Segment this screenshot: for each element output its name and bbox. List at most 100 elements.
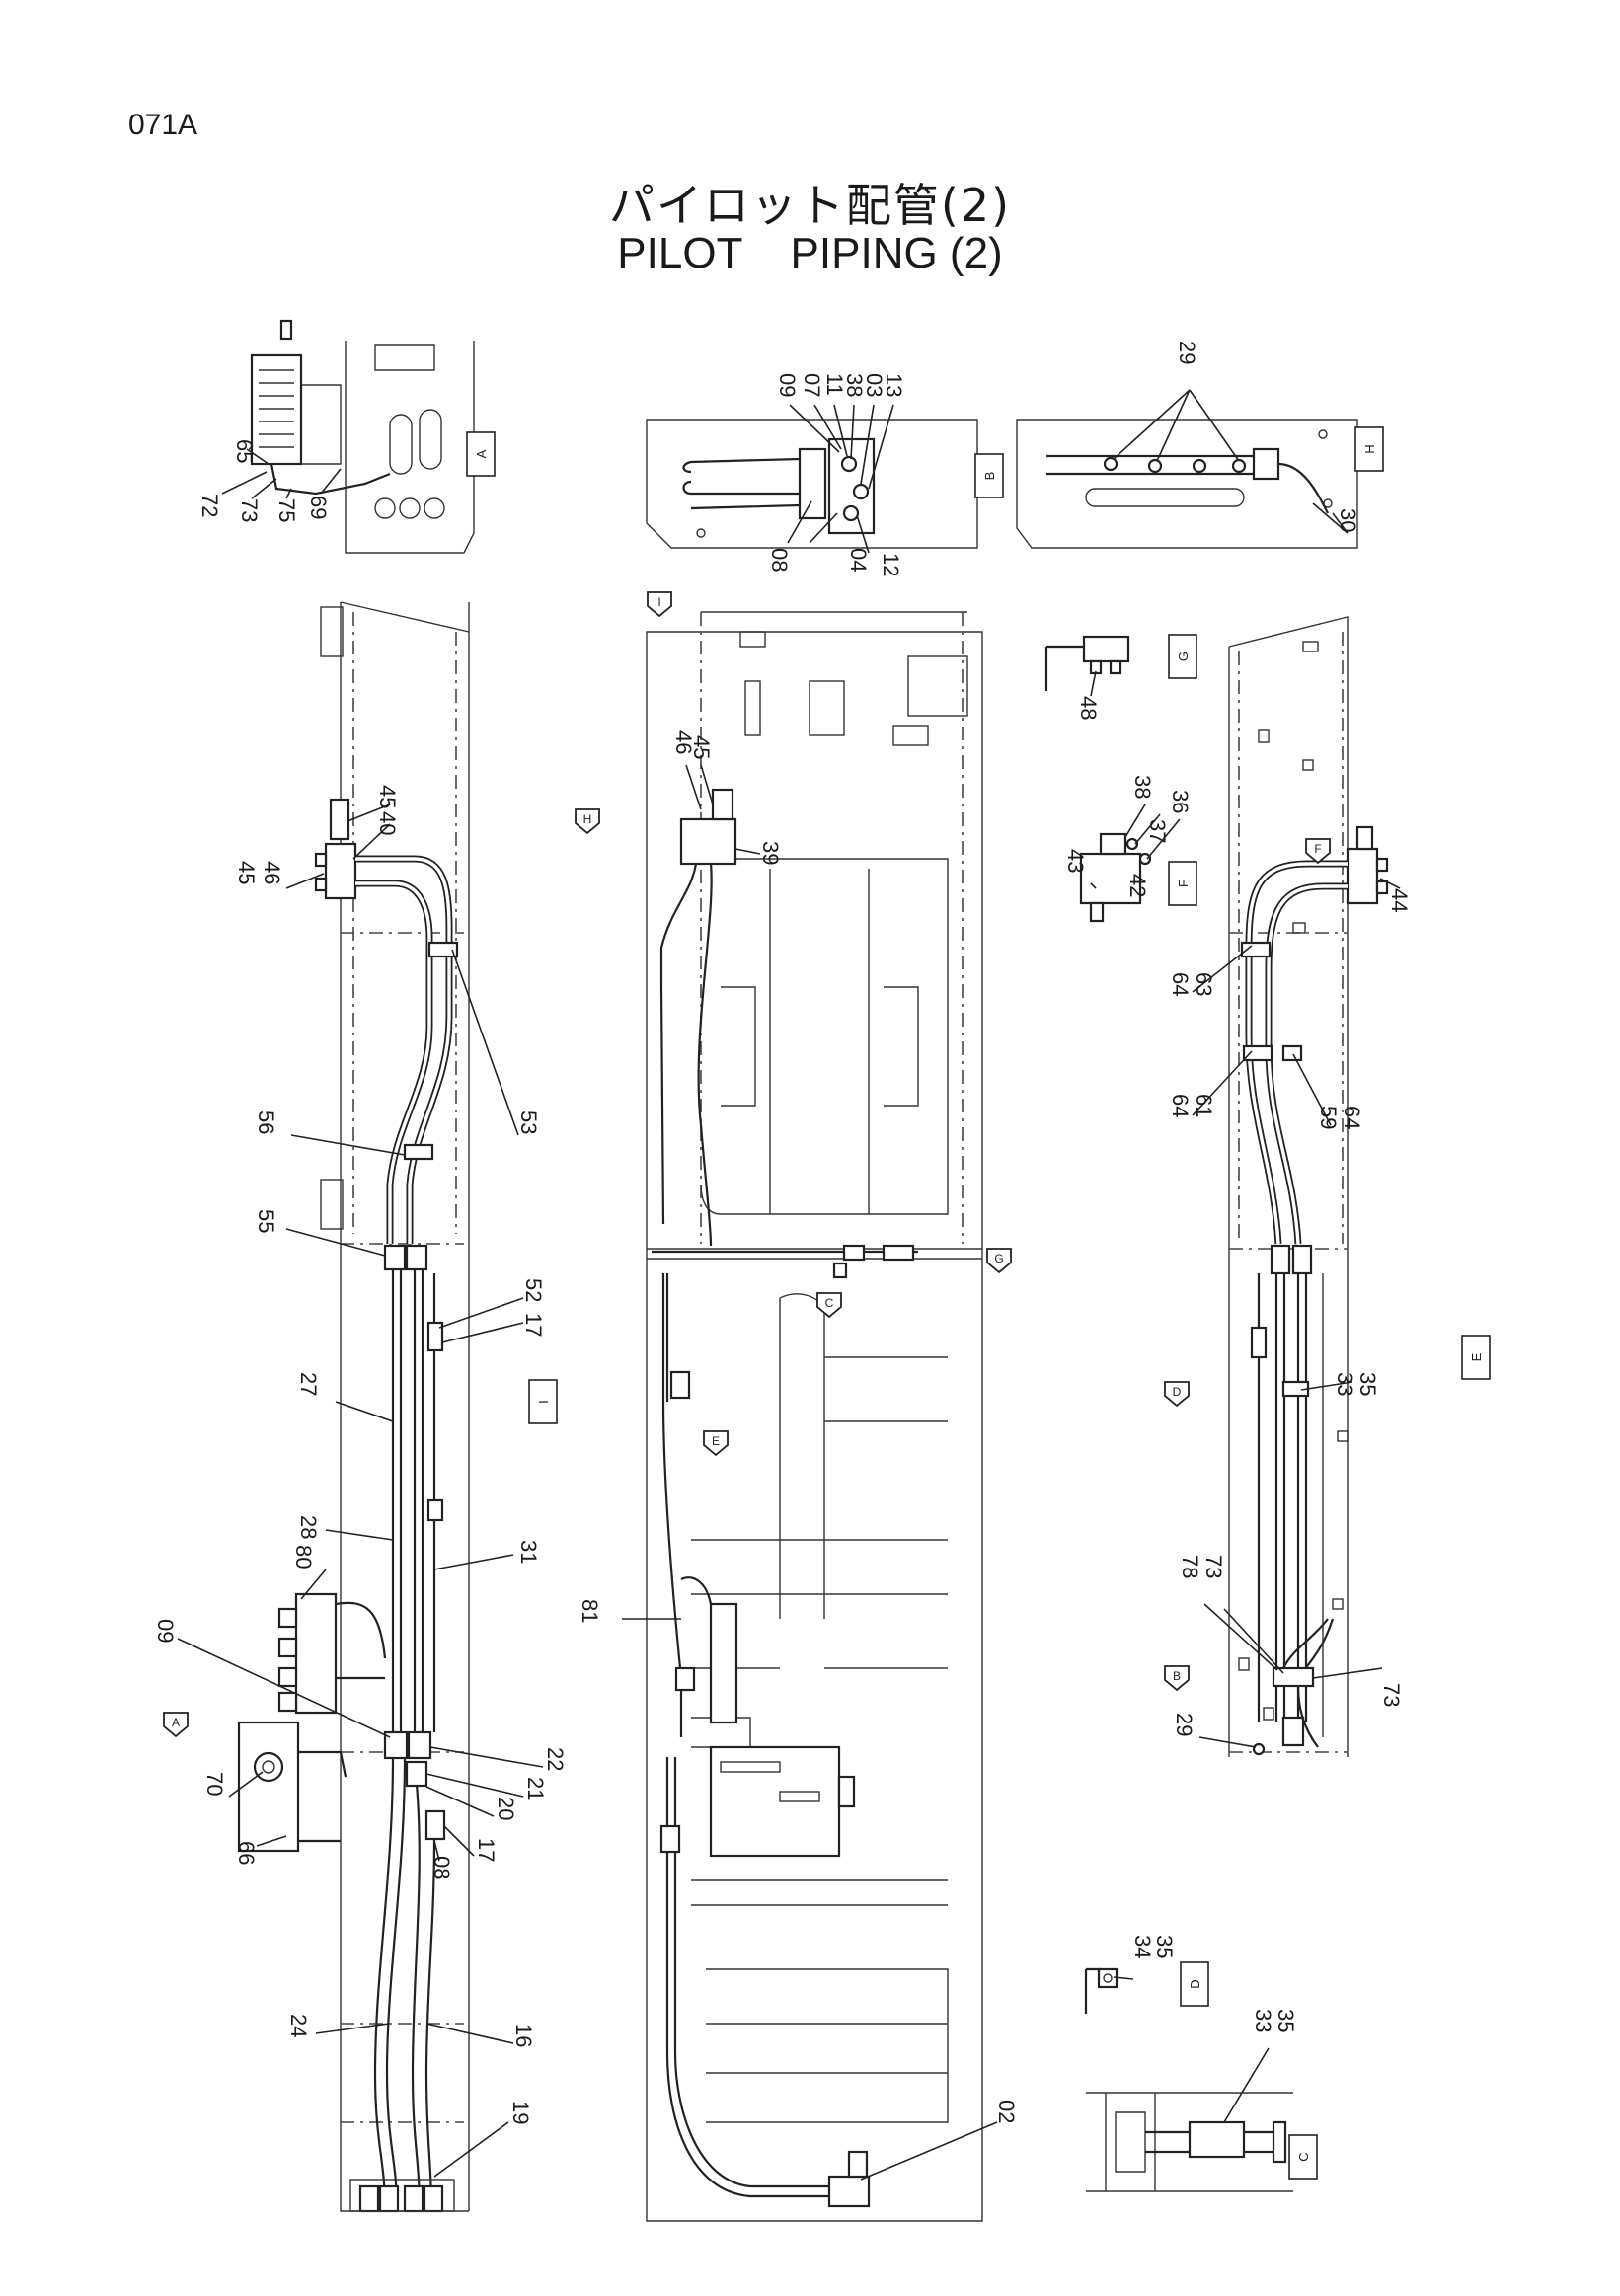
- callout-30: 30: [1336, 508, 1360, 532]
- callout-28: 28: [296, 1515, 321, 1539]
- callout-70: 70: [202, 1772, 227, 1796]
- callout-78: 78: [1178, 1555, 1202, 1578]
- callout-43: 43: [1063, 849, 1088, 873]
- callout-64-a: 64: [1168, 972, 1193, 996]
- callout-45-left-a: 45: [375, 785, 400, 808]
- callout-34: 34: [1130, 1935, 1155, 1958]
- svg-text:B: B: [1173, 1669, 1181, 1683]
- callout-24: 24: [286, 2014, 311, 2037]
- svg-text:G: G: [994, 1252, 1003, 1265]
- callout-35-c: 35: [1273, 2009, 1298, 2032]
- callout-56: 56: [254, 1110, 278, 1134]
- callout-59: 59: [1316, 1106, 1341, 1129]
- callout-64-c: 64: [1340, 1106, 1364, 1129]
- view-tag-c-label: C: [1296, 2152, 1311, 2161]
- view-arrow-e: E: [703, 1430, 729, 1457]
- callout-19: 19: [508, 2101, 533, 2124]
- callout-21: 21: [523, 1777, 548, 1800]
- view-tag-h: H: [1354, 426, 1384, 472]
- callout-33-c: 33: [1251, 2009, 1275, 2032]
- callout-44: 44: [1387, 888, 1412, 912]
- callout-08-left: 08: [429, 1856, 454, 1879]
- view-tag-b: B: [974, 453, 1004, 498]
- callout-09: 09: [775, 373, 800, 397]
- view-tag-c: C: [1288, 2134, 1318, 2180]
- svg-text:A: A: [172, 1716, 180, 1729]
- view-arrow-h: H: [575, 808, 600, 835]
- callout-17-top: 17: [521, 1313, 546, 1337]
- view-arrow-i: I: [647, 591, 672, 618]
- callout-73-right-b: 73: [1379, 1683, 1404, 1707]
- view-tag-e-label: E: [1469, 1352, 1484, 1361]
- view-tag-g: G: [1168, 634, 1197, 679]
- callout-64-b: 64: [1168, 1094, 1193, 1117]
- callout-65: 65: [232, 439, 257, 463]
- svg-text:F: F: [1314, 842, 1321, 856]
- callout-40: 40: [375, 811, 400, 835]
- detail-view-h: [1016, 419, 1358, 549]
- callout-48: 48: [1076, 696, 1101, 720]
- detail-view-b: [646, 419, 978, 549]
- callout-16: 16: [511, 2024, 536, 2047]
- callout-37: 37: [1145, 819, 1170, 843]
- view-arrow-d: D: [1164, 1381, 1190, 1408]
- callout-55: 55: [254, 1209, 278, 1233]
- callout-02: 02: [994, 2100, 1019, 2123]
- callout-46-center: 46: [671, 730, 696, 754]
- detail-view-c: [1086, 2092, 1293, 2192]
- view-arrow-g: G: [986, 1248, 1012, 1274]
- right-frame-view: [1228, 616, 1389, 1757]
- callout-20: 20: [494, 1797, 518, 1820]
- callout-29-right: 29: [1172, 1713, 1196, 1736]
- svg-text:D: D: [1173, 1385, 1182, 1399]
- callout-42: 42: [1125, 874, 1150, 897]
- view-tag-d-label: D: [1188, 1979, 1202, 1988]
- callout-80: 80: [291, 1545, 316, 1569]
- svg-text:I: I: [657, 595, 660, 609]
- callout-12: 12: [879, 553, 903, 576]
- callout-73: 73: [237, 498, 262, 522]
- center-frame-view: [646, 611, 983, 2222]
- callout-52: 52: [521, 1278, 546, 1302]
- callout-09-left: 09: [153, 1619, 178, 1643]
- callout-33-e: 33: [1333, 1372, 1357, 1396]
- callout-72: 72: [197, 494, 222, 517]
- view-tag-i-label: I: [536, 1400, 551, 1404]
- title-english: PILOT PIPING (2): [617, 229, 1003, 277]
- callout-08: 08: [767, 548, 792, 572]
- view-tag-h-label: H: [1362, 444, 1377, 453]
- title-japanese: パイロット配管(2): [608, 179, 1012, 232]
- callout-17-bottom: 17: [474, 1838, 499, 1862]
- callout-04: 04: [846, 548, 871, 572]
- callout-07: 07: [800, 373, 824, 397]
- callout-38-f: 38: [1130, 775, 1155, 799]
- callout-03: 03: [862, 373, 887, 397]
- callout-35-d: 35: [1152, 1935, 1177, 1958]
- callout-13: 13: [882, 373, 906, 397]
- view-tag-e: E: [1461, 1335, 1491, 1380]
- view-tag-b-label: B: [982, 472, 997, 481]
- page-code: 071A: [128, 109, 198, 141]
- callout-31: 31: [516, 1540, 541, 1564]
- callout-45-left-b: 45: [234, 861, 259, 884]
- view-tag-f-label: F: [1176, 880, 1191, 887]
- callout-63: 63: [1192, 972, 1216, 996]
- svg-text:C: C: [825, 1296, 834, 1310]
- callout-27: 27: [296, 1372, 321, 1396]
- callout-36: 36: [1168, 790, 1193, 813]
- callouts: 65 72 73 75 69 09 07 11 38 03 13 08 04 1…: [153, 341, 1412, 2124]
- view-arrow-c: C: [816, 1292, 842, 1319]
- view-tag-a-label: A: [474, 449, 489, 458]
- view-arrow-b: B: [1164, 1665, 1190, 1692]
- detail-view-g: [1044, 635, 1130, 691]
- callout-81: 81: [578, 1599, 602, 1623]
- view-tag-g-label: G: [1176, 651, 1191, 661]
- callout-61: 61: [1192, 1094, 1216, 1117]
- svg-text:H: H: [583, 812, 592, 826]
- view-arrow-f: F: [1305, 838, 1331, 865]
- callout-35-e: 35: [1355, 1372, 1380, 1396]
- view-tag-d: D: [1180, 1961, 1209, 2007]
- callout-45-center: 45: [689, 735, 714, 759]
- view-tag-a: A: [466, 431, 496, 477]
